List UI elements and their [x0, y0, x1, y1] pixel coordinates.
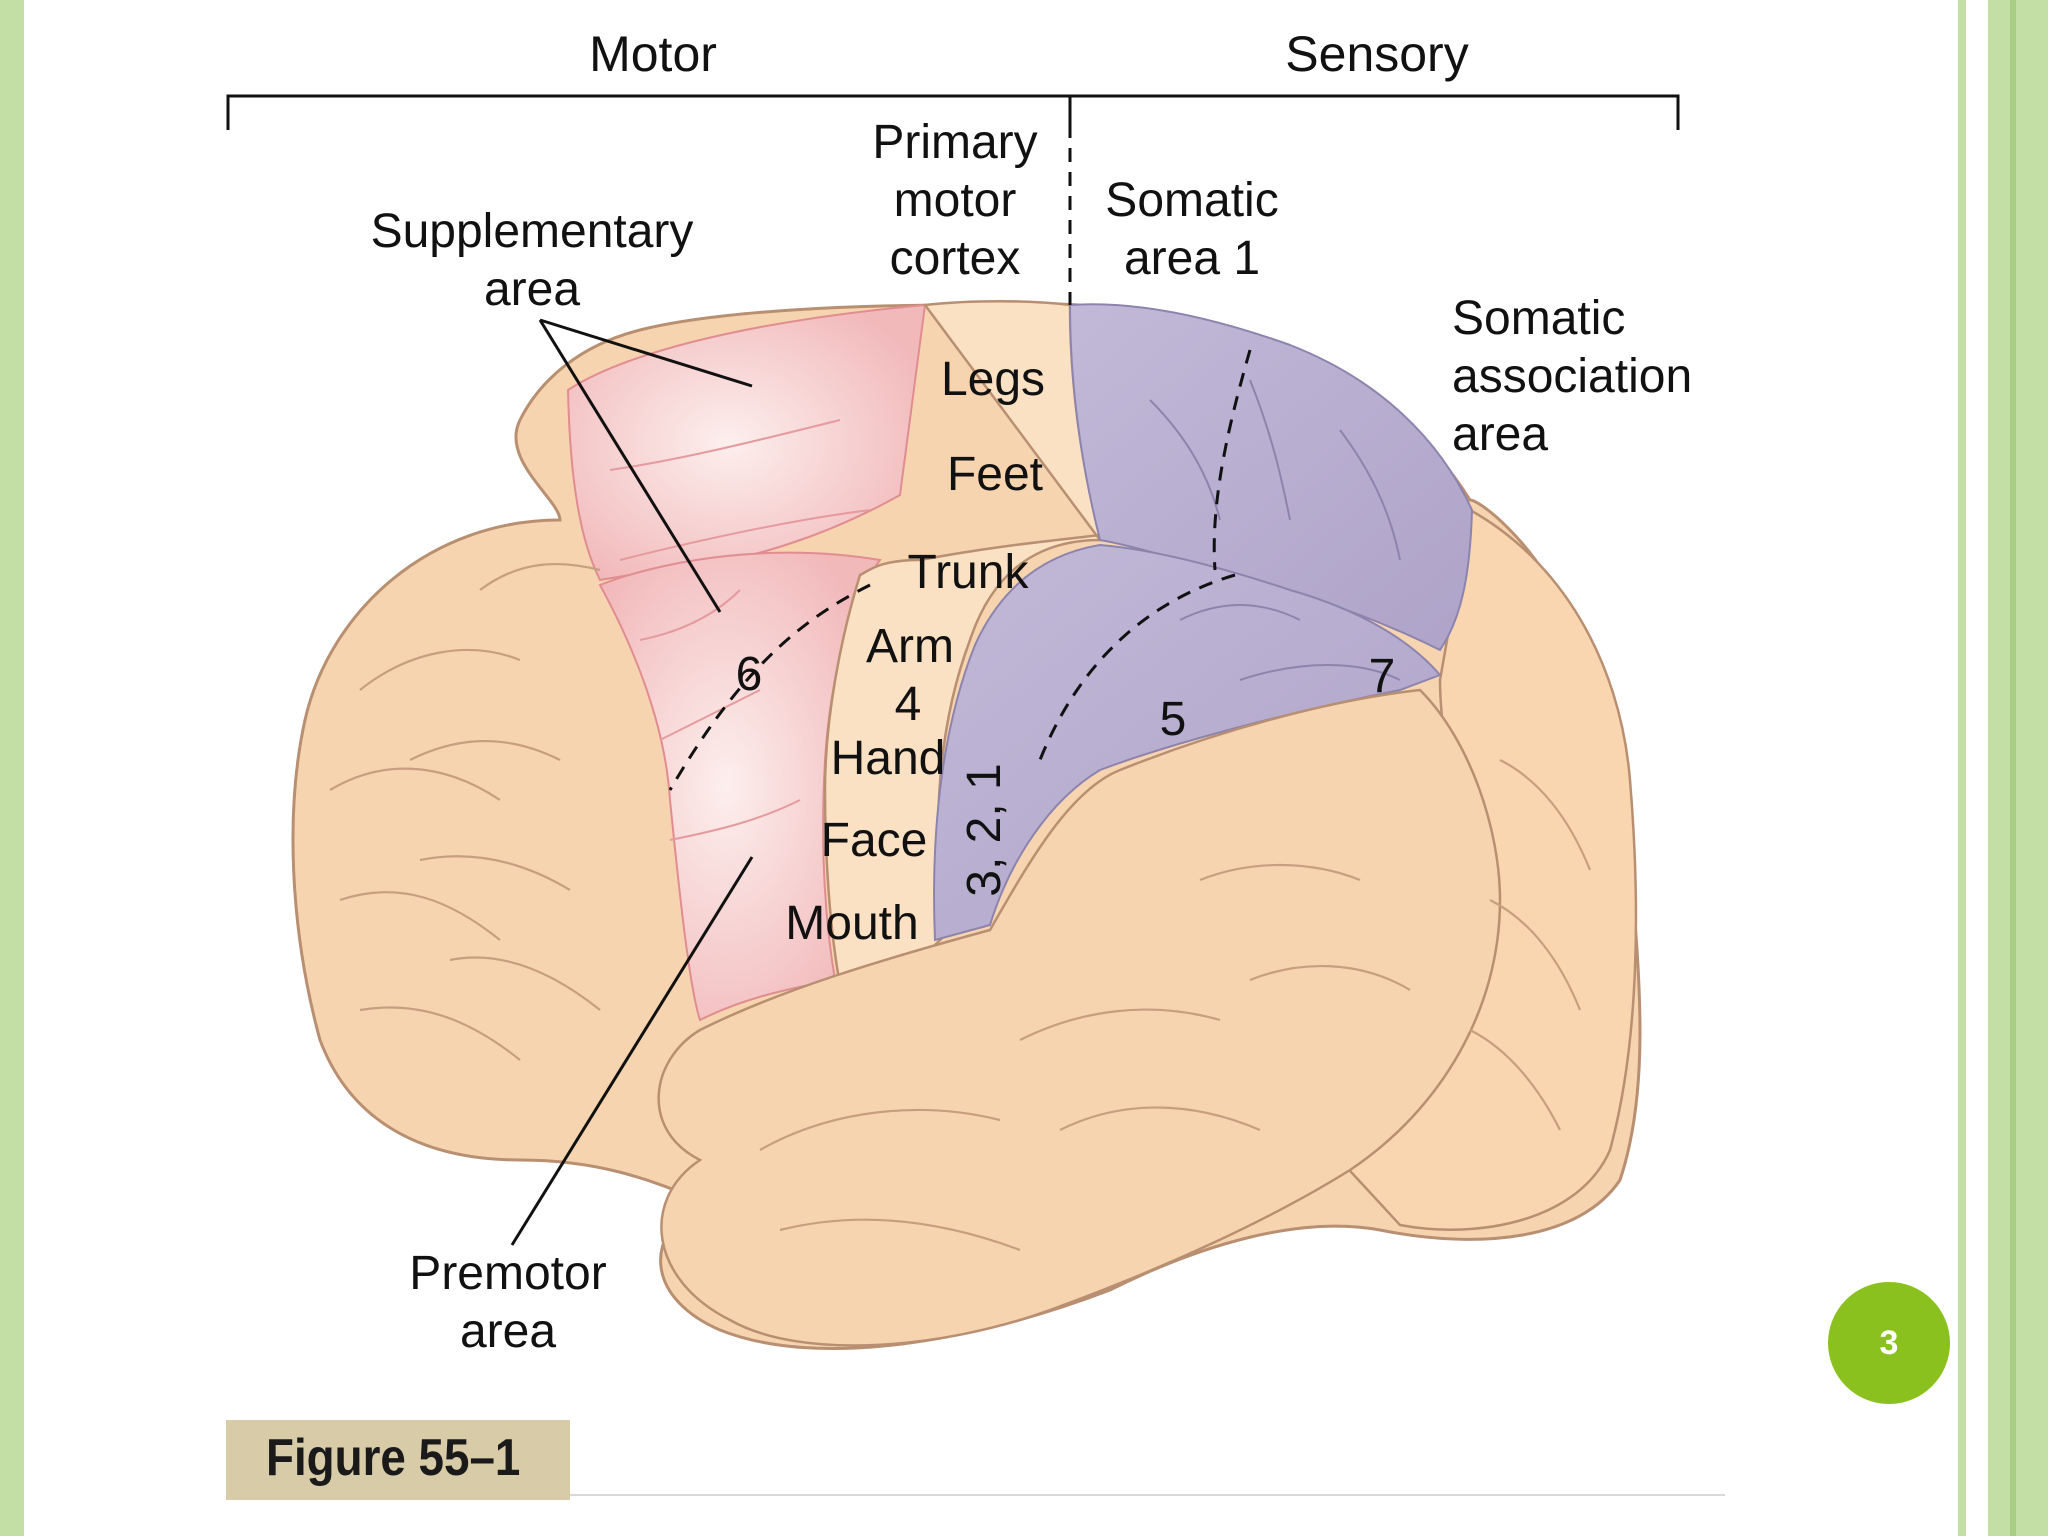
supplementary-area-label-line1: Supplementary: [371, 205, 694, 258]
mouth-label: Mouth: [785, 897, 918, 950]
premotor-area-label-line2: area: [460, 1305, 556, 1358]
leader-lines: [510, 318, 754, 1246]
somatic-association-label-line2: association: [1452, 350, 1692, 403]
right-border-stripe: [2010, 0, 2016, 1536]
right-border-bar: [1958, 0, 1966, 1536]
legs-label: Legs: [941, 353, 1045, 406]
somatic-area-1-label-line2: area 1: [1124, 232, 1260, 285]
figure-caption: Figure 55–1: [266, 1429, 521, 1487]
gyri-lines: [329, 562, 1592, 1252]
primary-motor-label-line3: cortex: [890, 232, 1021, 285]
somatic-association-label-line3: area: [1452, 408, 1548, 461]
page-number-badge: 3: [1828, 1282, 1950, 1404]
arm-label: Arm: [866, 620, 954, 673]
somatic-association-region: [933, 543, 1442, 942]
somatic-area-1-region: [1068, 303, 1474, 652]
face-label: Face: [821, 814, 928, 867]
caption-divider: [570, 1494, 1725, 1496]
sensory-heading: Sensory: [1285, 26, 1468, 82]
figure-caption-box: [226, 1420, 570, 1500]
left-border-bar: [0, 0, 24, 1536]
areas-3-2-1-label: 3, 2, 1: [958, 763, 1011, 896]
area-4-label: 4: [895, 678, 922, 731]
primary-motor-label-line2: motor: [894, 174, 1017, 227]
hand-label: Hand: [831, 732, 946, 785]
supplementary-area-label-line2: area: [484, 263, 580, 316]
premotor-area-region: [598, 551, 882, 1022]
area-5-label: 5: [1160, 693, 1187, 746]
motor-heading: Motor: [589, 26, 717, 82]
motor-gyri-lines: [609, 419, 871, 841]
area-7-label: 7: [1369, 650, 1396, 703]
somatic-area-1-label-line1: Somatic: [1105, 174, 1278, 227]
somatic-association-label-line1: Somatic: [1452, 292, 1625, 345]
premotor-area-label-line1: Premotor: [409, 1247, 606, 1300]
motor-sensory-bracket: [226, 94, 1680, 130]
trunk-label: Trunk: [908, 546, 1030, 599]
primary-motor-label-line1: Primary: [872, 116, 1037, 169]
dashed-boundaries: [668, 100, 1252, 791]
area-6-label: 6: [736, 648, 763, 701]
sensory-gyri-lines: [1149, 379, 1401, 681]
right-border-bar-outer: [1988, 0, 2048, 1536]
feet-label: Feet: [947, 448, 1043, 501]
